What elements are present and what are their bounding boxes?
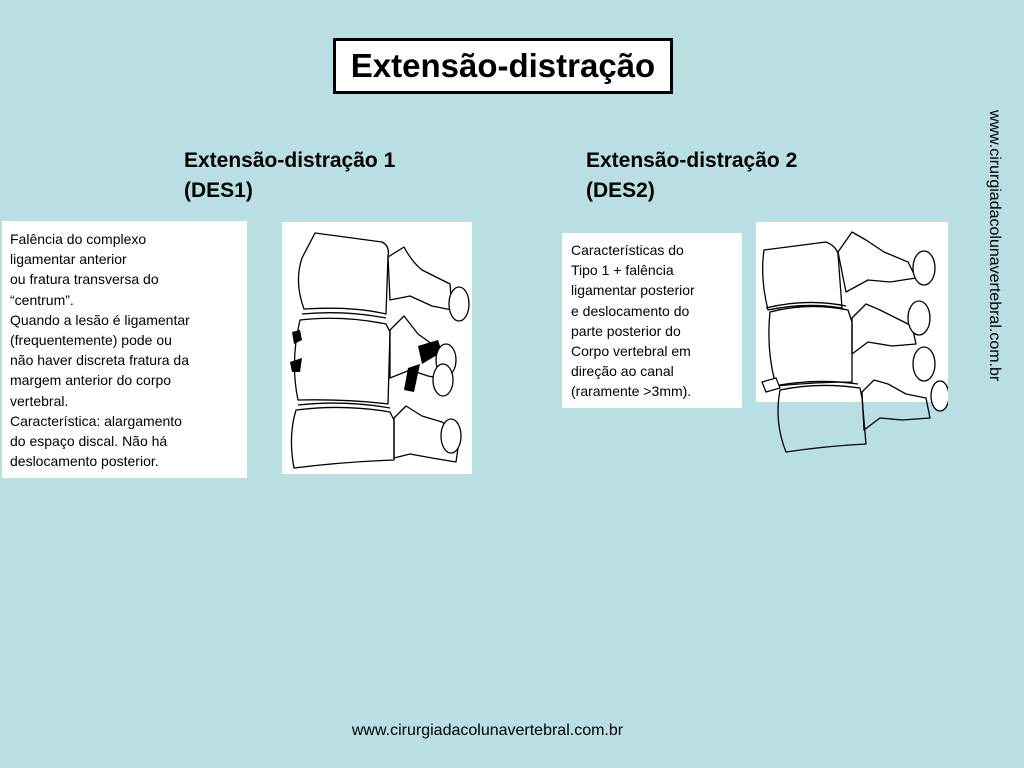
section-2-description: Características do Tipo 1 + falência lig…: [562, 233, 742, 408]
description-line: Corpo vertebral em: [571, 343, 691, 360]
fracture-mark: [290, 358, 302, 372]
description-line: ligamentar posterior: [571, 282, 695, 299]
posterior-element-upper: [837, 231, 917, 293]
fracture-mark: [418, 340, 442, 364]
description-line: parte posterior do: [571, 322, 681, 339]
description-line: direção ao canal: [571, 363, 674, 380]
description-line: (frequentemente) pode ou: [10, 332, 172, 349]
disc-line: [301, 312, 387, 319]
description-line: deslocamento posterior.: [10, 453, 159, 470]
description-line: e deslocamento do: [571, 302, 690, 319]
facet-ellipse: [912, 250, 936, 286]
description-line: vertebral.: [10, 392, 69, 409]
posterior-element-middle: [851, 303, 917, 355]
facet-ellipse: [440, 418, 462, 454]
disc-line: [773, 380, 859, 387]
vertebral-body-upper: [762, 241, 843, 311]
vertebral-body-lower: [290, 406, 395, 469]
spine-illustration-des2: [756, 222, 948, 453]
section-2-heading-line: (DES2): [586, 179, 655, 202]
vertebral-body-upper: [297, 232, 390, 315]
disc-line: [765, 301, 847, 309]
section-1-heading-line: (DES1): [184, 179, 253, 202]
description-line: do espaço discal. Não há: [10, 433, 168, 450]
facet-ellipse: [907, 300, 931, 336]
slide-title: Extensão-distração: [333, 38, 673, 94]
section-1-heading-line: Extensão-distração 1: [184, 149, 396, 172]
anterior-fragment: [761, 377, 781, 393]
section-1-heading: Extensão-distração 1 (DES1): [184, 146, 395, 206]
disc-line: [297, 402, 391, 409]
description-line: “centrum”.: [10, 291, 74, 308]
description-line: não haver discreta fratura da: [10, 352, 189, 369]
section-2-heading: Extensão-distração 2 (DES2): [586, 146, 797, 206]
posterior-element-lower: [861, 379, 931, 431]
footer-website: www.cirurgiadacolunavertebral.com.br: [351, 722, 624, 739]
spine-illustration-des1: [282, 222, 472, 474]
facet-ellipse: [432, 363, 454, 397]
description-line: ligamentar anterior: [10, 251, 127, 268]
posterior-element-upper: [387, 246, 453, 311]
description-line: Tipo 1 + falência: [571, 262, 674, 279]
description-line: (raramente >3mm).: [571, 383, 692, 400]
vertebral-body-middle: [768, 305, 853, 387]
facet-ellipse: [912, 346, 936, 382]
fracture-mark: [292, 330, 302, 344]
section-2-heading-line: Extensão-distração 2: [586, 149, 798, 172]
description-line: Quando a lesão é ligamentar: [10, 311, 190, 328]
description-line: Características do: [571, 242, 684, 258]
description-line: margem anterior do corpo: [10, 372, 172, 389]
section-1-description: Falência do complexo ligamentar anterior…: [2, 221, 247, 478]
vertebral-body-lower: [777, 384, 867, 453]
facet-ellipse: [930, 380, 948, 412]
facet-ellipse: [448, 286, 470, 322]
description-line: Característica: alargamento: [10, 412, 182, 429]
description-line: Falência do complexo: [10, 231, 147, 247]
website-vertical-label: www.cirurgiadacolunavertebral.com.br: [986, 110, 1003, 382]
fracture-mark: [404, 364, 420, 392]
description-line: ou fratura transversa do: [10, 271, 159, 288]
slide-title-text: Extensão-distração: [350, 47, 656, 84]
